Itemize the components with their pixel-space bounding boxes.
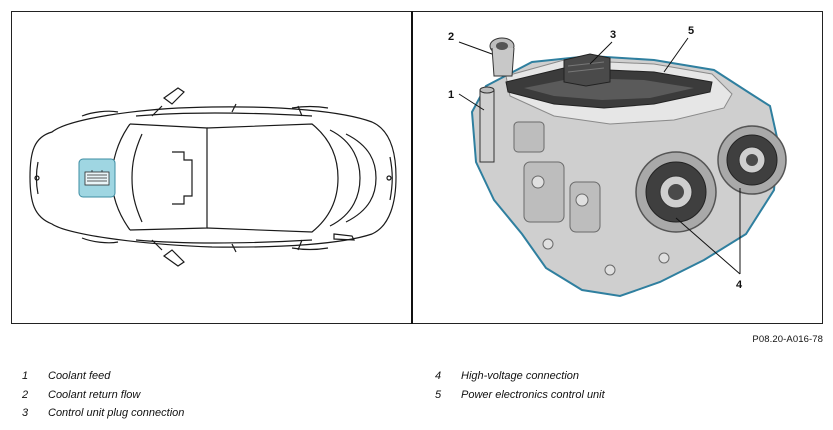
legend-number: 3 [22, 407, 29, 419]
high-voltage-connection-left [635, 151, 717, 233]
coolant-feed-pipe [479, 89, 495, 163]
callout-2: 2 [448, 31, 454, 43]
callout-3: 3 [610, 29, 616, 41]
figure-reference: P08.20-A016-78 [752, 334, 823, 345]
callout-5-leader [663, 37, 689, 73]
callout-2-leader [458, 41, 493, 55]
vehicle-body-outline [29, 106, 397, 248]
legend-label: Power electronics control unit [461, 389, 605, 401]
legend-label: Coolant feed [48, 370, 111, 382]
legend-label: Coolant return flow [48, 389, 141, 401]
vehicle-mirror-top [162, 87, 185, 105]
high-voltage-connection-right [717, 125, 787, 195]
power-electronics-panel: 1 2 3 4 5 [414, 12, 822, 323]
callout-5: 5 [688, 25, 694, 37]
legend-number: 2 [22, 389, 29, 401]
callout-4: 4 [736, 279, 743, 291]
callout-1-leader [458, 93, 485, 111]
vehicle-mirror-bottom [162, 249, 185, 267]
callout-4-leader-a [675, 217, 741, 275]
callout-3-leader [589, 41, 613, 65]
legend-label: Control unit plug connection [48, 407, 185, 419]
vehicle-top-view-drawing [29, 87, 397, 267]
legend-number: 4 [435, 370, 442, 382]
figure-frame [11, 11, 823, 324]
power-electronics-drawing: 1 2 3 4 5 [448, 25, 787, 298]
legend-label: High-voltage connection [461, 370, 580, 382]
legend-number: 5 [435, 389, 442, 401]
callout-1: 1 [448, 89, 454, 101]
figure-divider [411, 11, 413, 324]
vehicle-top-view-panel [12, 12, 410, 323]
legend-number: 1 [22, 370, 29, 382]
power-electronics-housing [470, 54, 780, 298]
